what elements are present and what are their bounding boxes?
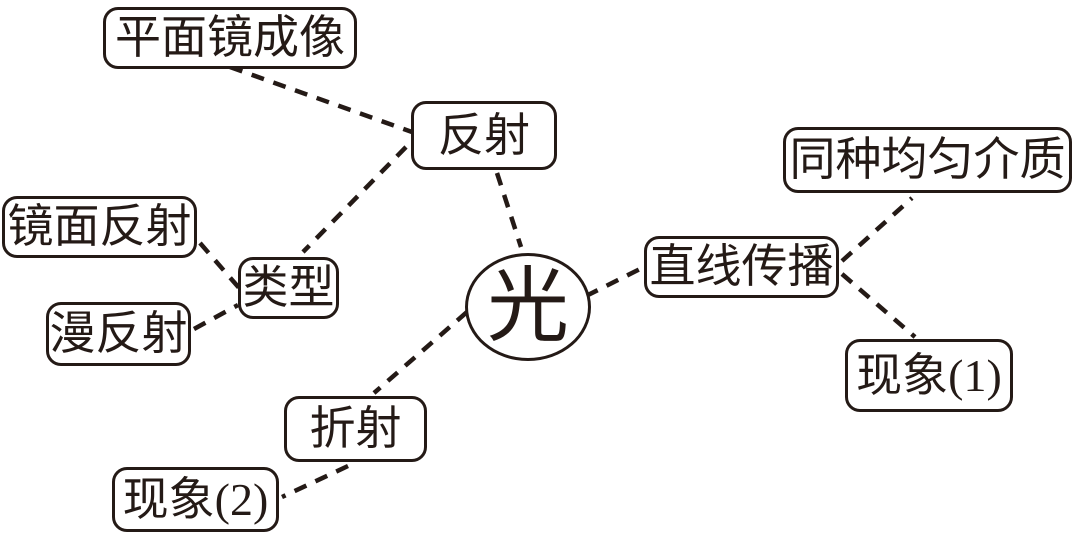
edge-refraction-to-phenomenon-2	[281, 463, 349, 500]
edge-reflection-to-light	[494, 172, 524, 248]
node-light-center: 光	[465, 253, 591, 361]
edge-reflection-to-type	[301, 145, 408, 254]
edge-light-to-refraction	[372, 310, 469, 395]
edge-straight-line-propagation-to-phenomenon-1	[840, 272, 917, 339]
node-reflection: 反射	[411, 101, 557, 170]
edge-light-to-straight-line-propagation	[584, 265, 644, 299]
edge-straight-line-propagation-to-same-homogeneous-medium	[840, 196, 914, 263]
node-diffuse-reflection: 漫反射	[46, 302, 191, 366]
node-plane-mirror-imaging: 平面镜成像	[103, 7, 357, 69]
node-type: 类型	[238, 257, 339, 319]
edge-diffuse-reflection-to-type	[192, 303, 240, 331]
node-straight-line-propagation: 直线传播	[644, 236, 839, 298]
edge-plane-mirror-imaging-to-reflection	[229, 64, 413, 135]
edge-specular-reflection-to-type	[198, 241, 242, 291]
node-specular-reflection: 镜面反射	[2, 196, 197, 258]
node-phenomenon-2: 现象(2)	[112, 467, 279, 532]
node-phenomenon-1: 现象(1)	[845, 339, 1013, 412]
node-same-homogeneous-medium: 同种均匀介质	[783, 127, 1072, 193]
node-refraction: 折射	[284, 396, 427, 462]
